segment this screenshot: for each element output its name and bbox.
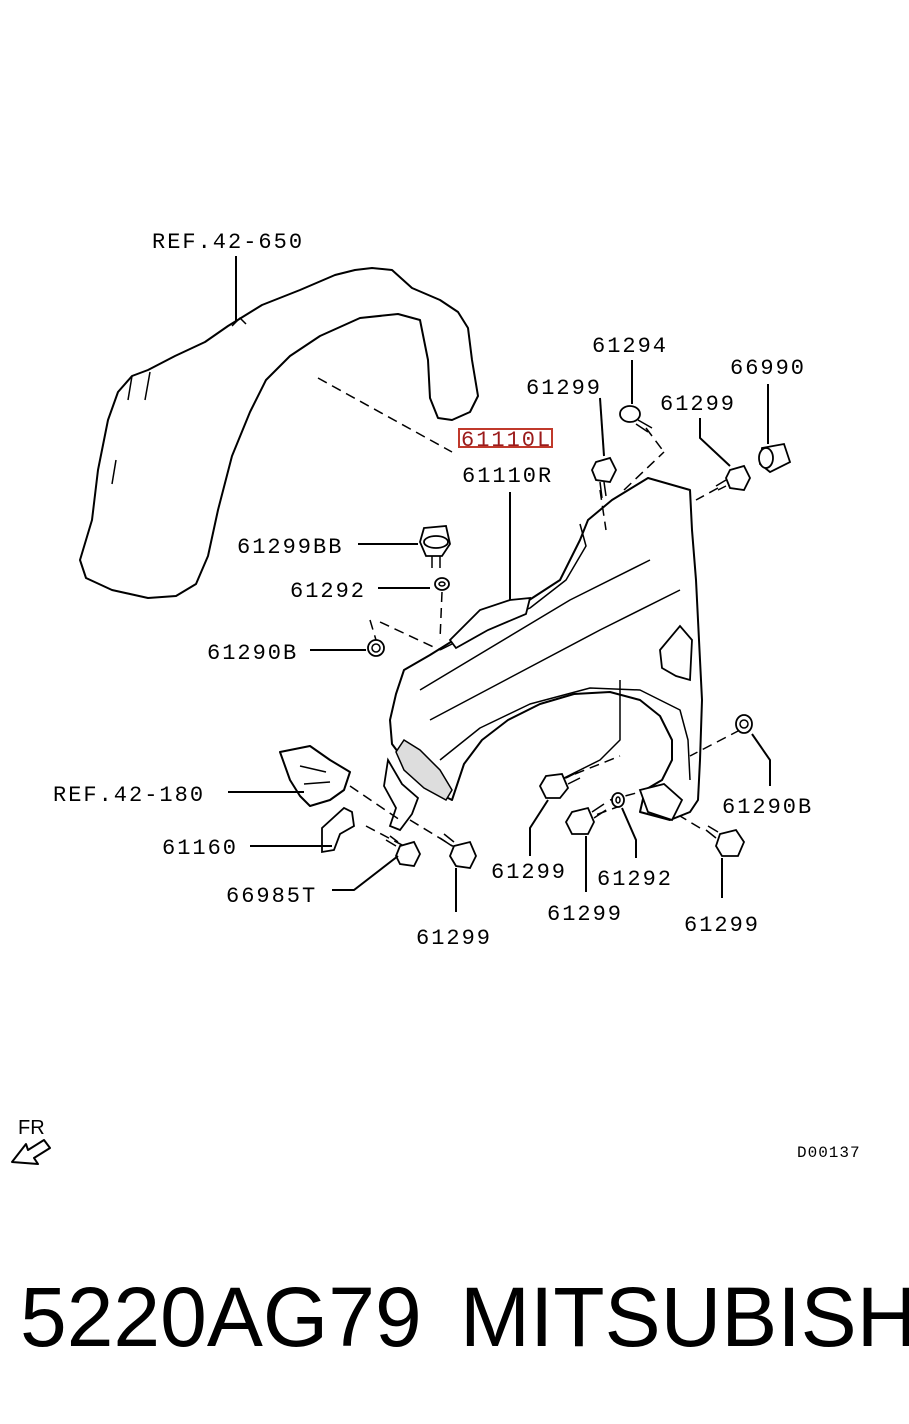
label-61110L[interactable]: 61110L (461, 428, 552, 453)
bolt-61299-right (715, 464, 752, 491)
label-61299-bl[interactable]: 61299 (416, 926, 492, 951)
fender-panel (383, 477, 703, 832)
arrow-front-icon (11, 1139, 51, 1165)
label-66985T[interactable]: 66985T (226, 884, 317, 909)
nut-61290B-right (735, 714, 753, 734)
label-66990[interactable]: 66990 (730, 356, 806, 381)
front-indicator: FR (11, 1117, 51, 1165)
front-label: FR (18, 1117, 45, 1139)
label-61299-mid2[interactable]: 61299 (547, 902, 623, 927)
bolt-61299-br (705, 825, 746, 857)
bolt-61299-mid1 (538, 771, 581, 799)
nut-61290B-left (367, 639, 385, 657)
washer-61292-left (434, 577, 450, 591)
highlight-box-61110L (458, 428, 553, 448)
leader-lines (228, 256, 771, 912)
bolt-61299-mid2 (564, 803, 607, 835)
label-ref-42-650[interactable]: REF.42-650 (152, 230, 304, 255)
label-61290B-right[interactable]: 61290B (722, 795, 813, 820)
part-number: 5220AG79 (20, 1270, 422, 1364)
label-61299-mid1[interactable]: 61299 (491, 860, 567, 885)
bolt-61299BB (419, 525, 451, 568)
diagram-code: D00137 (797, 1144, 861, 1162)
bolt-66985T (385, 835, 422, 867)
label-61299-br[interactable]: 61299 (684, 913, 760, 938)
bolt-61299-bl (439, 833, 477, 869)
label-61160[interactable]: 61160 (162, 836, 238, 861)
cap-66990 (758, 442, 792, 474)
label-61299-top[interactable]: 61299 (526, 376, 602, 401)
label-61110R[interactable]: 61110R (462, 464, 553, 489)
label-61290B-left[interactable]: 61290B (207, 641, 298, 666)
label-61292-left[interactable]: 61292 (290, 579, 366, 604)
brand-name: MITSUBISHI (460, 1270, 909, 1364)
label-61292-right[interactable]: 61292 (597, 867, 673, 892)
fasteners (367, 405, 792, 869)
bracket-61160 (321, 806, 355, 854)
bolt-61299-top (591, 456, 618, 499)
footer: 5220AG79 MITSUBISHI (0, 1262, 909, 1372)
label-61294[interactable]: 61294 (592, 334, 668, 359)
label-ref-42-180[interactable]: REF.42-180 (53, 783, 205, 808)
label-61299BB[interactable]: 61299BB (237, 535, 343, 560)
part-labels: REF.42-650 61110L 61110R 61294 61299 612… (53, 230, 813, 951)
label-61299-right[interactable]: 61299 (660, 392, 736, 417)
mudguard-bracket (279, 745, 351, 807)
clip-61294 (619, 405, 653, 433)
washer-61292-right (611, 792, 625, 808)
fender-liner (79, 267, 479, 599)
